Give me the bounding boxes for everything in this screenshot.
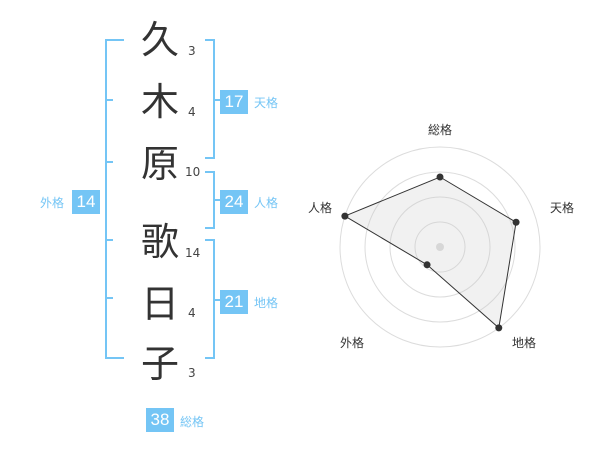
- radar-axis-label-gaikaku: 外格: [339, 336, 364, 350]
- chikaku-label: 地格: [254, 296, 279, 310]
- soukaku-label: 総格: [180, 415, 205, 429]
- radar-point-3: [495, 324, 503, 332]
- radar-point-1: [436, 173, 444, 181]
- radar-axis-label-jinkaku: 人格: [307, 201, 332, 215]
- soukaku-value: 38: [146, 408, 174, 432]
- radar-polygon: [343, 176, 517, 329]
- name-char-3: 原: [140, 142, 179, 186]
- radar-point-2: [512, 218, 520, 226]
- radar-point-4: [423, 261, 431, 269]
- radar-point-5: [341, 212, 349, 220]
- stroke-count-4: 14: [185, 246, 201, 260]
- radar-axis-label-tenkaku: 天格: [549, 201, 574, 215]
- radar-ring: [414, 221, 466, 273]
- name-char-4: 歌: [140, 220, 179, 264]
- tenkaku-value: 17: [220, 90, 248, 114]
- radar-ring: [389, 196, 491, 298]
- name-char-6: 子: [140, 342, 179, 386]
- radar-ring: [364, 171, 516, 323]
- name-char-2: 木: [140, 80, 179, 124]
- radar-ring: [339, 146, 541, 348]
- stroke-count-2: 4: [188, 105, 196, 119]
- stroke-count-1: 3: [188, 44, 196, 58]
- jinkaku-value: 24: [220, 190, 248, 214]
- gaikaku-value: 14: [72, 190, 100, 214]
- tenkaku-label: 天格: [254, 96, 279, 110]
- radar-axis-label-chikaku: 地格: [511, 336, 536, 350]
- stroke-count-6: 3: [188, 366, 196, 380]
- gaikaku-bracket: [105, 39, 124, 359]
- stroke-count-3: 10: [185, 165, 201, 179]
- stroke-count-5: 4: [188, 306, 196, 320]
- radar-axis-label-soukaku: 総格: [427, 123, 452, 137]
- chikaku-value: 21: [220, 290, 248, 314]
- gaikaku-label: 外格: [40, 196, 65, 210]
- name-char-5: 日: [140, 282, 179, 326]
- name-char-1: 久: [140, 18, 179, 62]
- radar-center: [436, 243, 444, 251]
- jinkaku-label: 人格: [254, 196, 279, 210]
